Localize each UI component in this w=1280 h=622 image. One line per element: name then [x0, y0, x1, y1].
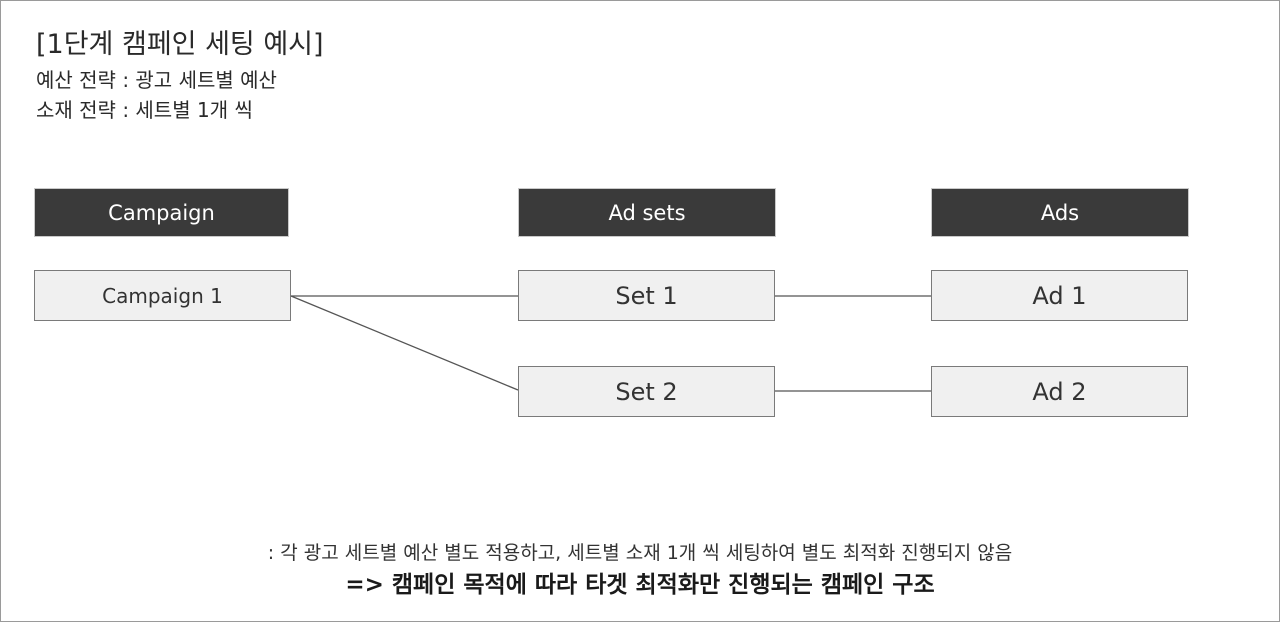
budget-strategy-text: 예산 전략 : 광고 세트별 예산: [36, 68, 277, 92]
node-campaign-1: Campaign 1: [34, 270, 291, 321]
page-title: [1단계 캠페인 세팅 예시]: [36, 29, 324, 60]
column-header-ad-sets: Ad sets: [518, 188, 776, 237]
creative-strategy-text: 소재 전략 : 세트별 1개 씩: [36, 98, 253, 122]
footer-conclusion: => 캠페인 목적에 따라 타겟 최적화만 진행되는 캠페인 구조: [345, 572, 935, 598]
node-set-1: Set 1: [518, 270, 775, 321]
column-header-campaign: Campaign: [34, 188, 289, 237]
footer-note: : 각 광고 세트별 예산 별도 적용하고, 세트별 소재 1개 씩 세팅하여 …: [267, 542, 1013, 564]
node-ad-1: Ad 1: [931, 270, 1188, 321]
node-set-2: Set 2: [518, 366, 775, 417]
node-ad-2: Ad 2: [931, 366, 1188, 417]
column-header-ads: Ads: [931, 188, 1189, 237]
